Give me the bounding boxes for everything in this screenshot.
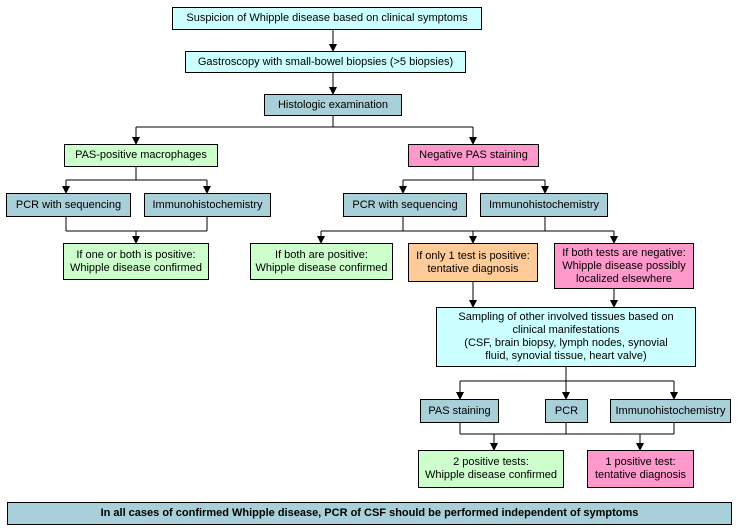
left-confirmed-line-2: Whipple disease confirmed bbox=[69, 261, 203, 274]
right-ihc-box: Immunohistochemistry bbox=[480, 193, 608, 217]
only-one-line-1: If only 1 test is positive: bbox=[416, 249, 530, 262]
ihc3-text: Immunohistochemistry bbox=[615, 404, 726, 417]
pas-staining-box: PAS staining bbox=[420, 399, 499, 423]
connector-right-tests-merge bbox=[321, 216, 614, 232]
one-positive-box: 1 positive test: tentative diagnosis bbox=[587, 450, 694, 488]
negative-pas-text: Negative PAS staining bbox=[419, 149, 528, 161]
gastroscopy-box: Gastroscopy with small-bowel biopsies (>… bbox=[185, 51, 466, 73]
csf-recommendation-banner: In all cases of confirmed Whipple diseas… bbox=[7, 502, 732, 525]
pcr-text: PCR bbox=[554, 404, 579, 417]
left-ihc-text: Immunohistochemistry bbox=[152, 198, 263, 211]
gastroscopy-text: Gastroscopy with small-bowel biopsies (>… bbox=[197, 55, 454, 68]
sampling-line-2: clinical manifestations bbox=[512, 324, 620, 336]
pas-positive-text: PAS-positive macrophages bbox=[75, 149, 207, 161]
connector-histologic-split bbox=[136, 115, 473, 128]
suspicion-text: Suspicion of Whipple disease based on cl… bbox=[186, 12, 468, 24]
ihc3-box: Immunohistochemistry bbox=[610, 399, 731, 423]
pas-staining-text: PAS staining bbox=[428, 404, 491, 417]
connector-left-tests-merge bbox=[65, 216, 208, 232]
only-one-line-2: tentative diagnosis bbox=[427, 262, 519, 275]
right-pcr-box: PCR with sequencing bbox=[343, 193, 467, 217]
pas-positive-box: PAS-positive macrophages bbox=[64, 144, 218, 167]
both-positive-box: If both are positive: Whipple disease co… bbox=[250, 243, 393, 280]
sampling-line-4: fluid, synovial tissue, heart valve) bbox=[485, 350, 647, 362]
both-positive-line-2: Whipple disease confirmed bbox=[255, 261, 388, 274]
connector-pas-positive-split bbox=[66, 166, 207, 181]
negative-pas-box: Negative PAS staining bbox=[408, 144, 539, 167]
sampling-line-1: Sampling of other involved tissues based… bbox=[458, 311, 674, 323]
left-ihc-box: Immunohistochemistry bbox=[144, 193, 271, 217]
two-positive-line-2: Whipple disease confirmed bbox=[424, 469, 558, 481]
two-positive-line-1: 2 positive tests: bbox=[453, 456, 529, 468]
left-confirmed-box: If one or both is positive: Whipple dise… bbox=[63, 243, 209, 280]
suspicion-box: Suspicion of Whipple disease based on cl… bbox=[172, 7, 482, 30]
left-confirmed-line-1: If one or both is positive: bbox=[76, 248, 196, 261]
two-positive-box: 2 positive tests: Whipple disease confir… bbox=[418, 450, 564, 488]
one-positive-line-1: 1 positive test: bbox=[605, 456, 676, 468]
both-negative-line-2: Whipple disease possibly bbox=[562, 259, 686, 272]
only-one-box: If only 1 test is positive: tentative di… bbox=[408, 243, 538, 282]
one-positive-line-2: tentative diagnosis bbox=[594, 469, 687, 481]
right-ihc-text: Immunohistochemistry bbox=[488, 198, 600, 211]
both-negative-line-1: If both tests are negative: bbox=[562, 246, 686, 259]
left-pcr-text: PCR with sequencing bbox=[15, 198, 122, 211]
connector-sampling-split bbox=[460, 366, 674, 382]
left-pcr-box: PCR with sequencing bbox=[6, 193, 131, 217]
sampling-line-3: (CSF, brain biopsy, lymph nodes, synovia… bbox=[464, 337, 668, 349]
both-negative-box: If both tests are negative: Whipple dise… bbox=[554, 243, 694, 289]
histologic-text: Histologic examination bbox=[277, 98, 389, 111]
connector-third-tests-merge bbox=[459, 422, 675, 435]
both-positive-line-1: If both are positive: bbox=[275, 248, 368, 261]
right-pcr-text: PCR with sequencing bbox=[352, 198, 458, 211]
pcr-box: PCR bbox=[545, 399, 588, 423]
banner-text: In all cases of confirmed Whipple diseas… bbox=[100, 507, 639, 519]
histologic-box: Histologic examination bbox=[264, 94, 402, 116]
sampling-box: Sampling of other involved tissues based… bbox=[436, 307, 696, 367]
both-negative-line-3: localized elsewhere bbox=[576, 272, 672, 285]
connector-negative-pas-split bbox=[403, 166, 545, 181]
